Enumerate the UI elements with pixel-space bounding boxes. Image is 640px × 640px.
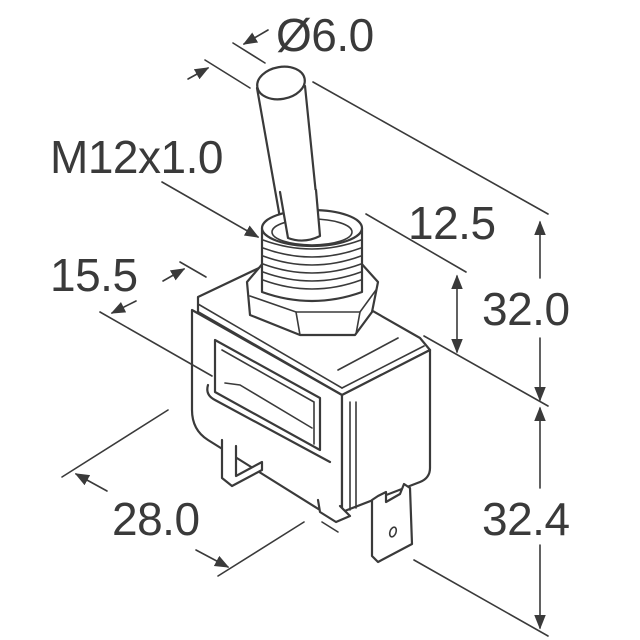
lever-diameter-label: Ø6.0 <box>276 9 374 61</box>
threaded-bushing <box>260 188 364 303</box>
lever-diameter-dimension <box>187 29 549 215</box>
thread-spec-label: M12x1.0 <box>50 131 223 183</box>
upper-height-dimensions <box>365 213 549 407</box>
body-depth-label: 15.5 <box>50 249 138 301</box>
body-width-dimension <box>61 409 339 577</box>
lower-height-label: 32.4 <box>482 493 570 545</box>
body-depth-dimension <box>99 261 213 377</box>
bushing-height-label: 12.5 <box>408 197 496 249</box>
lower-height-dimension <box>413 406 549 637</box>
toggle-lever <box>255 65 320 220</box>
thread-leader <box>161 181 260 238</box>
upper-height-label: 32.0 <box>482 283 570 335</box>
terminals <box>220 438 414 564</box>
body-width-label: 28.0 <box>112 493 200 545</box>
